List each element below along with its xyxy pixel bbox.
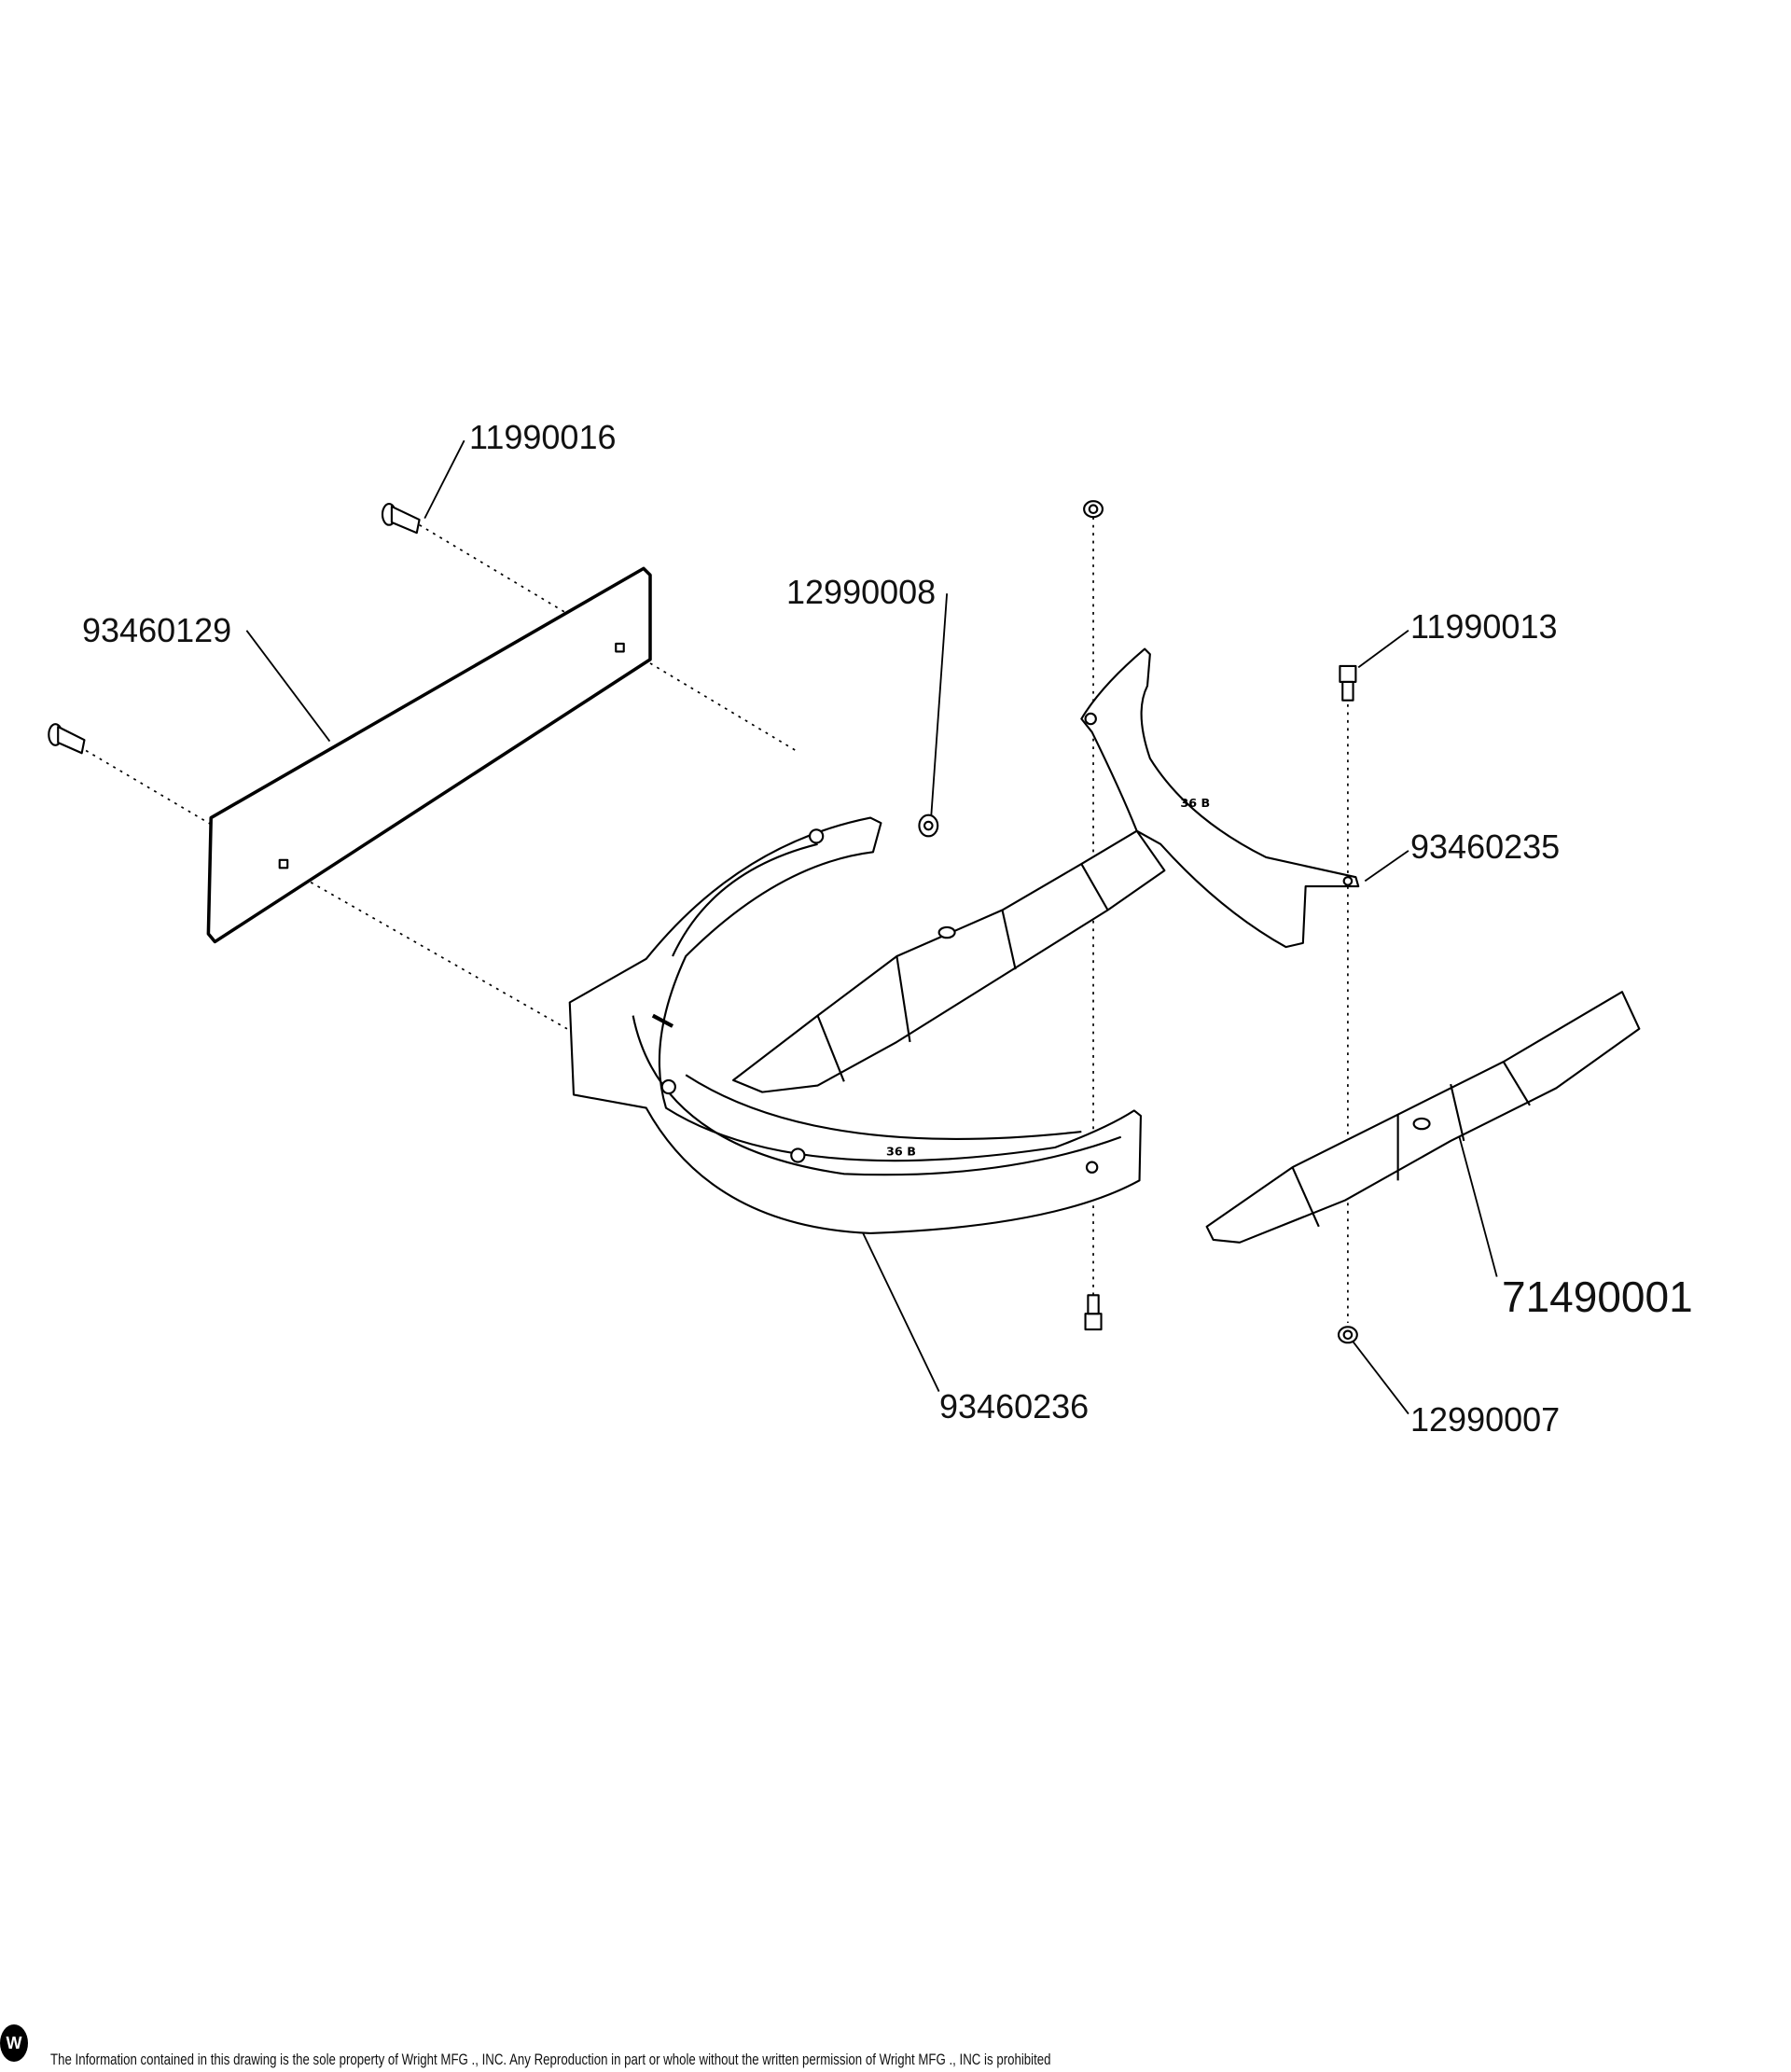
- proprietary-notice: The Information contained in this drawin…: [50, 2051, 1051, 2068]
- small-baffle-part: 36 B: [1080, 647, 1360, 949]
- wright-logo: W: [0, 2024, 28, 2062]
- part-label-93460235: 93460235: [1410, 827, 1561, 866]
- part-label-93460236: 93460236: [939, 1387, 1090, 1425]
- hex-bolt-icon: [1084, 1294, 1103, 1331]
- footer: W The Information contained in this draw…: [0, 2024, 1791, 2072]
- carriage-bolt-icon: [381, 503, 421, 535]
- hex-bolt-icon: [1339, 664, 1357, 702]
- deflector-plate-part: [206, 566, 652, 944]
- flange-nut-icon: [1337, 1326, 1358, 1344]
- flange-nut-icon: [1083, 500, 1104, 519]
- svg-text:36 B: 36 B: [1180, 796, 1210, 810]
- part-label-11990016: 11990016: [469, 418, 617, 456]
- mower-blade-part: [1205, 991, 1641, 1244]
- svg-text:36 B: 36 B: [886, 1144, 916, 1158]
- carriage-bolt-icon: [48, 723, 86, 755]
- leader-lines: [245, 439, 1498, 1415]
- mower-blade-part: [732, 829, 1166, 1093]
- part-label-71490001: 71490001: [1502, 1272, 1693, 1321]
- main-baffle-part: 36 B: [568, 816, 1142, 1234]
- part-label-93460129: 93460129: [82, 611, 232, 649]
- part-label-12990008: 12990008: [786, 573, 937, 611]
- flange-nut-icon: [918, 814, 939, 838]
- part-label-12990007: 12990007: [1410, 1400, 1561, 1439]
- part-label-11990013: 11990013: [1410, 607, 1558, 646]
